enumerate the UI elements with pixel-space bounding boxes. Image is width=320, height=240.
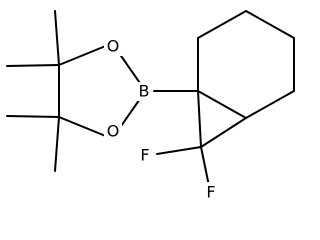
bond-ring-c2-c3 [197,10,247,39]
bond-oxygen-top-carbon [58,44,109,66]
atom-label-boron: B [139,82,150,101]
bond-boron-oxygen-top [118,52,143,87]
bond-ring-c6-c1 [197,90,247,119]
atom-label-oxygen-bottom: O [107,122,120,141]
bond-cf2-f-right [200,146,210,187]
atom-label-fluorine-left: F [140,146,149,165]
bond-methyl-bottom-left [6,115,60,118]
bond-oxygen-bottom-carbon [58,116,109,138]
atom-label-background-oxygen-bottom [104,121,122,141]
atom-label-background-boron [136,82,152,101]
atom-label-background-oxygen-top [104,36,122,56]
bond-c6-cf2 [200,117,247,148]
bond-cf2-f-left [156,146,202,155]
atom-label-background-fluorine-right [203,182,219,202]
atom-label-background-fluorine-left [137,145,153,165]
bond-methyl-bottom-down [54,116,60,172]
atom-labels: B O O F F [104,36,219,202]
bond-c1-cf2 [197,90,202,148]
bond-ring-c3-c4 [245,10,295,39]
atom-label-oxygen-top: O [107,37,120,56]
bond-methyl-top-up [54,10,60,66]
bond-boron-oxygen-bottom [118,95,143,130]
bond-lines [6,10,295,187]
atom-label-fluorine-right: F [206,183,215,202]
bond-methyl-top-left [6,64,60,67]
bond-ring-c5-c6 [245,90,295,119]
chemical-structure-diagram: B O O F F [6,10,295,202]
